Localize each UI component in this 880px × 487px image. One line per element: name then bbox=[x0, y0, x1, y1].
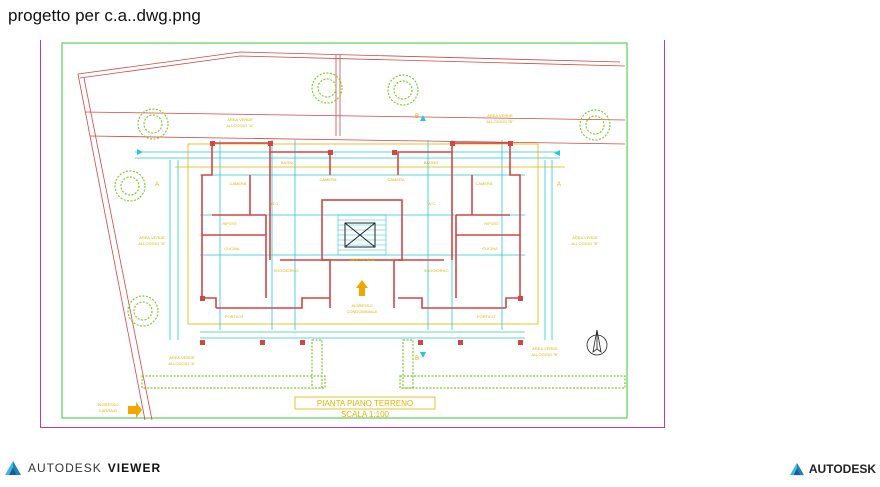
brand-autodesk-right: AUTODESK bbox=[808, 462, 876, 476]
room-labels: AREA VERDE ALLOGGIO "A" AREA VERDE ALLOG… bbox=[97, 113, 599, 413]
building-walls bbox=[201, 142, 521, 309]
label-portico-left: PORTICO bbox=[225, 314, 243, 319]
title-box bbox=[294, 396, 436, 410]
label-area-verde-a-bottom: AREA VERDE bbox=[169, 355, 195, 360]
drawing-frame bbox=[61, 42, 628, 419]
label-camera-mid-left: CAMERA bbox=[319, 177, 336, 182]
section-markers bbox=[137, 115, 560, 358]
label-vano-scala: VANO SCALA bbox=[349, 257, 375, 262]
autodesk-logo-icon-right bbox=[789, 462, 805, 476]
label-area-verde-b-bottom: AREA VERDE bbox=[532, 346, 558, 351]
label-area-verde-a-side: AREA VERDE bbox=[139, 235, 165, 240]
label-alloggio-b-side: ALLOGGIO "B" bbox=[571, 241, 599, 246]
label-soggiorno-left: SOGGIORNO bbox=[273, 268, 298, 273]
label-alloggio-b-bottom: ALLOGGIO "B" bbox=[531, 352, 559, 357]
label-section-b-bottom: B bbox=[415, 356, 419, 362]
autodesk-link[interactable]: AUTODESK bbox=[789, 459, 876, 479]
hedges bbox=[141, 339, 626, 389]
label-wc-left: W.C. bbox=[271, 201, 280, 206]
brand-viewer: VIEWER bbox=[107, 461, 162, 475]
label-portico-right: PORTICO bbox=[477, 314, 495, 319]
label-bagno-right: BAGNO bbox=[424, 160, 438, 165]
label-ingresso-carrabile-2: CARRAIO bbox=[99, 408, 117, 413]
drawing-canvas[interactable]: AREA VERDE ALLOGGIO "A" AREA VERDE ALLOG… bbox=[40, 40, 665, 428]
label-wc-right: W.C. bbox=[428, 201, 437, 206]
drawing-title: PIANTA PIANO TERRENO bbox=[317, 399, 413, 408]
columns bbox=[200, 141, 523, 345]
entrance-arrow bbox=[356, 280, 368, 296]
label-section-a-left: A bbox=[155, 182, 159, 188]
label-area-verde-a-top: AREA VERDE bbox=[227, 117, 253, 122]
driveway-arrow bbox=[128, 402, 142, 418]
dwg-drawing[interactable]: AREA VERDE ALLOGGIO "A" AREA VERDE ALLOG… bbox=[40, 40, 665, 428]
label-alloggio-a-bottom: ALLOGGIO "A" bbox=[168, 361, 196, 366]
plot-boundary bbox=[77, 51, 626, 421]
elevator-shaft bbox=[344, 222, 376, 248]
label-area-verde-b-top: AREA VERDE bbox=[487, 113, 513, 118]
label-soggiorno-right: SOGGIORNO bbox=[423, 268, 448, 273]
trees bbox=[114, 72, 611, 327]
perimeter-lines bbox=[175, 143, 565, 325]
label-bagno-left: BAGNO bbox=[281, 160, 295, 165]
label-ingresso: INGRESSO bbox=[351, 303, 372, 308]
label-ripost-right: RIPOST. bbox=[484, 221, 500, 226]
label-camera-left: CAMERA bbox=[229, 181, 246, 186]
label-section-b-top: B bbox=[415, 114, 419, 120]
north-arrow-icon bbox=[586, 329, 608, 356]
label-alloggio-a-side: ALLOGGIO "A" bbox=[138, 241, 166, 246]
label-camera-right: CAMERA bbox=[475, 181, 492, 186]
file-title: progetto per c.a..dwg.png bbox=[8, 6, 201, 25]
label-area-verde-b-side: AREA VERDE bbox=[572, 235, 598, 240]
autodesk-logo-icon bbox=[4, 460, 22, 476]
brand-autodesk-left: AUTODESK bbox=[28, 461, 102, 475]
label-camera-mid-right: CAMERA bbox=[387, 177, 404, 182]
label-cucina-right: CUCINA bbox=[482, 246, 498, 251]
section-labels: A A B B bbox=[155, 114, 561, 362]
label-alloggio-b-top: ALLOGGIO "B" bbox=[486, 119, 514, 124]
label-condominiale: CONDOMINIALE bbox=[347, 309, 378, 314]
drawing-scale: SCALA 1:100 bbox=[341, 410, 390, 419]
label-ingresso-carrabile-1: INGRESSO bbox=[97, 402, 118, 407]
viewer-branding: AUTODESK VIEWER bbox=[4, 458, 161, 478]
stair-flight bbox=[337, 214, 387, 256]
label-cucina-left: CUCINA bbox=[224, 246, 240, 251]
label-ripost-left: RIPOST. bbox=[222, 221, 238, 226]
label-section-a-right: A bbox=[557, 182, 561, 188]
label-alloggio-a-top: ALLOGGIO "A" bbox=[226, 123, 254, 128]
